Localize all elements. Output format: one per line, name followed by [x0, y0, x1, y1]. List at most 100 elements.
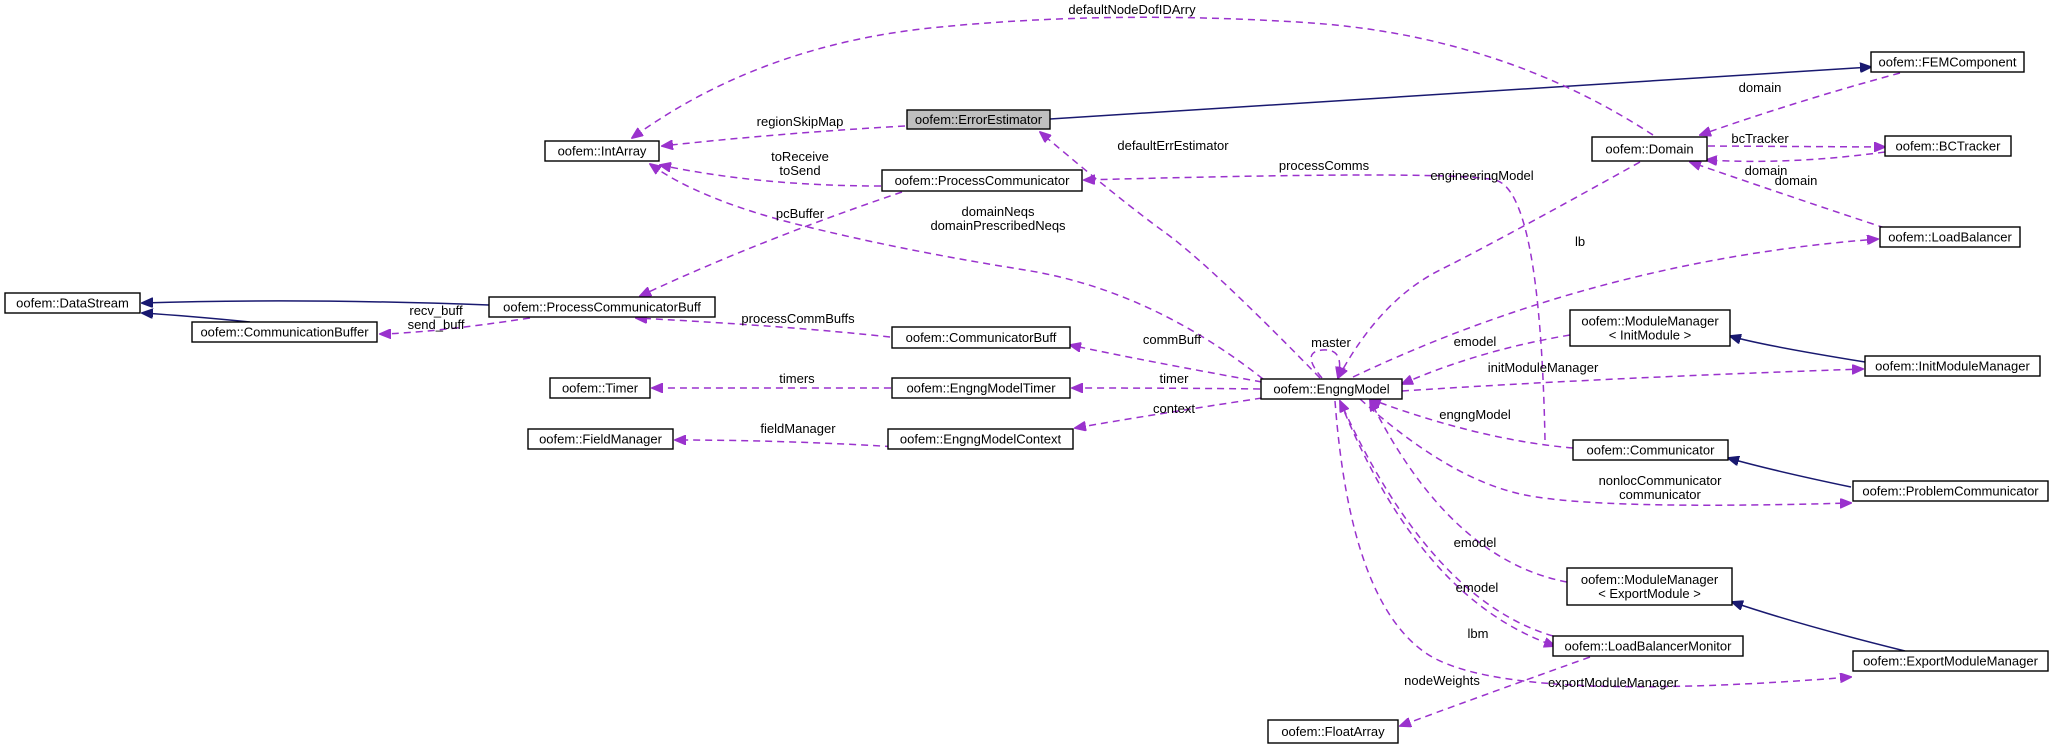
node-fieldmanager[interactable]: oofem::FieldManager	[527, 428, 674, 450]
node-mm_export-label: oofem::ModuleManager< ExportModule >	[1581, 572, 1719, 601]
edge-engngmodel-to-communicatorbuff-commbuff	[1070, 345, 1263, 383]
edge-label-emodel: emodel	[1456, 580, 1499, 595]
edge-engngmodel-to-problemcommunicator-nonloccommunicator	[1359, 398, 1851, 505]
node-problemcommunicator-label: oofem::ProblemCommunicator	[1862, 484, 2039, 499]
edge-bctracker-to-domain-domain	[1706, 151, 1886, 161]
edge-label-master: master	[1311, 335, 1351, 350]
node-communicator[interactable]: oofem::Communicator	[1572, 439, 1729, 461]
edge-domain-to-bctracker-bctracker	[1707, 146, 1885, 147]
edge-label-domain: domain	[1739, 80, 1782, 95]
node-domain-label: oofem::Domain	[1605, 142, 1693, 157]
edge-errorestimator-to-femcomponent	[1049, 67, 1871, 120]
node-domain[interactable]: oofem::Domain	[1591, 136, 1708, 162]
node-femcomponent-label: oofem::FEMComponent	[1878, 55, 2016, 70]
edge-engngmodel-to-loadbalancermonitor-lbm	[1339, 400, 1555, 646]
edge-label-engineeringmodel: engineeringModel	[1430, 168, 1533, 183]
edge-loadbalancermonitor-to-engngmodel-emodel	[1340, 401, 1554, 637]
node-layer: oofem::ErrorEstimatoroofem::IntArrayoofe…	[4, 51, 2049, 744]
edge-label-timer: timer	[1160, 371, 1190, 386]
edge-label-exportmodulemanager: exportModuleManager	[1548, 675, 1679, 690]
node-engngmodel-box	[1260, 378, 1403, 400]
edge-processcommunicator-to-intarray-toreceive	[660, 165, 882, 187]
node-problemcommunicator[interactable]: oofem::ProblemCommunicator	[1852, 480, 2049, 502]
edge-label-emodel: emodel	[1454, 334, 1497, 349]
edge-loadbalancermonitor-to-floatarray-nodeweights	[1400, 656, 1591, 726]
node-timer-box	[549, 377, 651, 399]
edge-errorestimator-to-intarray-regionskipmap	[662, 125, 906, 146]
node-engngmodeltimer[interactable]: oofem::EngngModelTimer	[891, 377, 1071, 399]
edge-engngmodel-to-engngmodel-master	[1310, 349, 1340, 378]
edge-processcommunicator-to-processcommunicatorbuff-pcbuffer	[640, 191, 903, 296]
node-mm_init-box	[1569, 309, 1731, 347]
node-engngmodelcontext[interactable]: oofem::EngngModelContext	[887, 428, 1074, 450]
edge-layer	[142, 16, 1906, 726]
node-errorestimator-box	[906, 109, 1051, 130]
edge-mm_init-to-engngmodel-emodel	[1402, 334, 1571, 384]
node-errorestimator-label: oofem::ErrorEstimator	[915, 112, 1043, 127]
edge-label-regionskipmap: regionSkipMap	[757, 114, 844, 129]
node-initmodulemanager[interactable]: oofem::InitModuleManager	[1864, 355, 2041, 377]
edge-label-engngmodel: engngModel	[1439, 407, 1511, 422]
node-timer[interactable]: oofem::Timer	[549, 377, 651, 399]
node-intarray[interactable]: oofem::IntArray	[544, 140, 660, 162]
node-datastream[interactable]: oofem::DataStream	[4, 292, 141, 314]
edge-label-defaultnodedofidarry: defaultNodeDofIDArry	[1068, 2, 1196, 17]
node-engngmodel[interactable]: oofem::EngngModel	[1260, 378, 1403, 400]
node-initmodulemanager-box	[1864, 355, 2041, 377]
node-loadbalancermonitor[interactable]: oofem::LoadBalancerMonitor	[1552, 635, 1744, 657]
edge-processcommunicatorbuff-to-communicationbuffer-recv-buff	[380, 317, 531, 334]
node-communicatorbuff-label: oofem::CommunicatorBuff	[906, 330, 1057, 345]
node-floatarray[interactable]: oofem::FloatArray	[1267, 719, 1399, 744]
edge-engngmodel-to-engngmodeltimer-timer	[1072, 388, 1261, 389]
edge-label-defaulterrestimator: defaultErrEstimator	[1117, 138, 1229, 153]
edge-label-layer: regionSkipMap defaultNodeDofIDArry toRecei…	[408, 2, 1818, 690]
node-loadbalancer[interactable]: oofem::LoadBalancer	[1879, 226, 2021, 248]
edge-engngmodel-to-initmodulemanager-initmodulemanager	[1401, 369, 1863, 392]
node-femcomponent[interactable]: oofem::FEMComponent	[1870, 51, 2025, 73]
node-bctracker-label: oofem::BCTracker	[1896, 139, 2002, 154]
node-communicationbuffer-box	[191, 321, 378, 343]
node-processcommunicatorbuff[interactable]: oofem::ProcessCommunicatorBuff	[488, 296, 716, 318]
node-errorestimator[interactable]: oofem::ErrorEstimator	[906, 109, 1051, 130]
node-engngmodelcontext-box	[887, 428, 1074, 450]
edge-domain-to-femcomponent-domain	[1700, 72, 1901, 135]
node-mm_init-label: oofem::ModuleManager< InitModule >	[1581, 314, 1719, 343]
edge-loadbalancer-to-domain-domain	[1690, 162, 1886, 229]
node-communicationbuffer[interactable]: oofem::CommunicationBuffer	[191, 321, 378, 343]
node-intarray-box	[544, 140, 660, 162]
edge-label-domain: domain	[1745, 163, 1788, 178]
edge-label-context: context	[1153, 401, 1195, 416]
edge-label-processcommbuffs: processCommBuffs	[741, 311, 855, 326]
edge-label-emodel: emodel	[1454, 535, 1497, 550]
node-femcomponent-box	[1870, 51, 2025, 73]
edge-label-domain: domain	[1775, 173, 1818, 188]
edge-engngmodel-to-exportmodulemanager-exportmodulemanager	[1334, 400, 1851, 688]
node-mm_export-box	[1566, 567, 1733, 606]
node-problemcommunicator-box	[1852, 480, 2049, 502]
node-intarray-label: oofem::IntArray	[558, 144, 647, 159]
node-mm_init[interactable]: oofem::ModuleManager< InitModule >	[1569, 309, 1731, 347]
edge-exportmodulemanager-to-mm_export	[1732, 602, 1906, 652]
edge-communicator-to-engngmodel-engngmodel	[1370, 399, 1574, 449]
node-loadbalancermonitor-box	[1552, 635, 1744, 657]
edge-engngmodel-to-loadbalancer-lb	[1352, 239, 1878, 378]
node-processcommunicatorbuff-box	[488, 296, 716, 318]
node-mm_export[interactable]: oofem::ModuleManager< ExportModule >	[1566, 567, 1733, 606]
node-engngmodel-label: oofem::EngngModel	[1273, 382, 1389, 397]
edge-communicator-to-processcommunicator-processcomms	[1084, 174, 1546, 441]
edge-processcommunicatorbuff-to-datastream	[142, 301, 490, 305]
node-exportmodulemanager[interactable]: oofem::ExportModuleManager	[1852, 650, 2049, 672]
node-processcommunicator[interactable]: oofem::ProcessCommunicator	[881, 169, 1083, 192]
edge-label-processcomms: processComms	[1279, 158, 1370, 173]
edge-mm_export-to-engngmodel-emodel	[1370, 400, 1568, 583]
edge-label-lb: lb	[1575, 234, 1585, 249]
node-communicatorbuff[interactable]: oofem::CommunicatorBuff	[891, 326, 1071, 349]
node-communicator-box	[1572, 439, 1729, 461]
node-engngmodelcontext-label: oofem::EngngModelContext	[900, 432, 1062, 447]
node-bctracker[interactable]: oofem::BCTracker	[1884, 135, 2012, 157]
node-fieldmanager-label: oofem::FieldManager	[539, 432, 663, 447]
